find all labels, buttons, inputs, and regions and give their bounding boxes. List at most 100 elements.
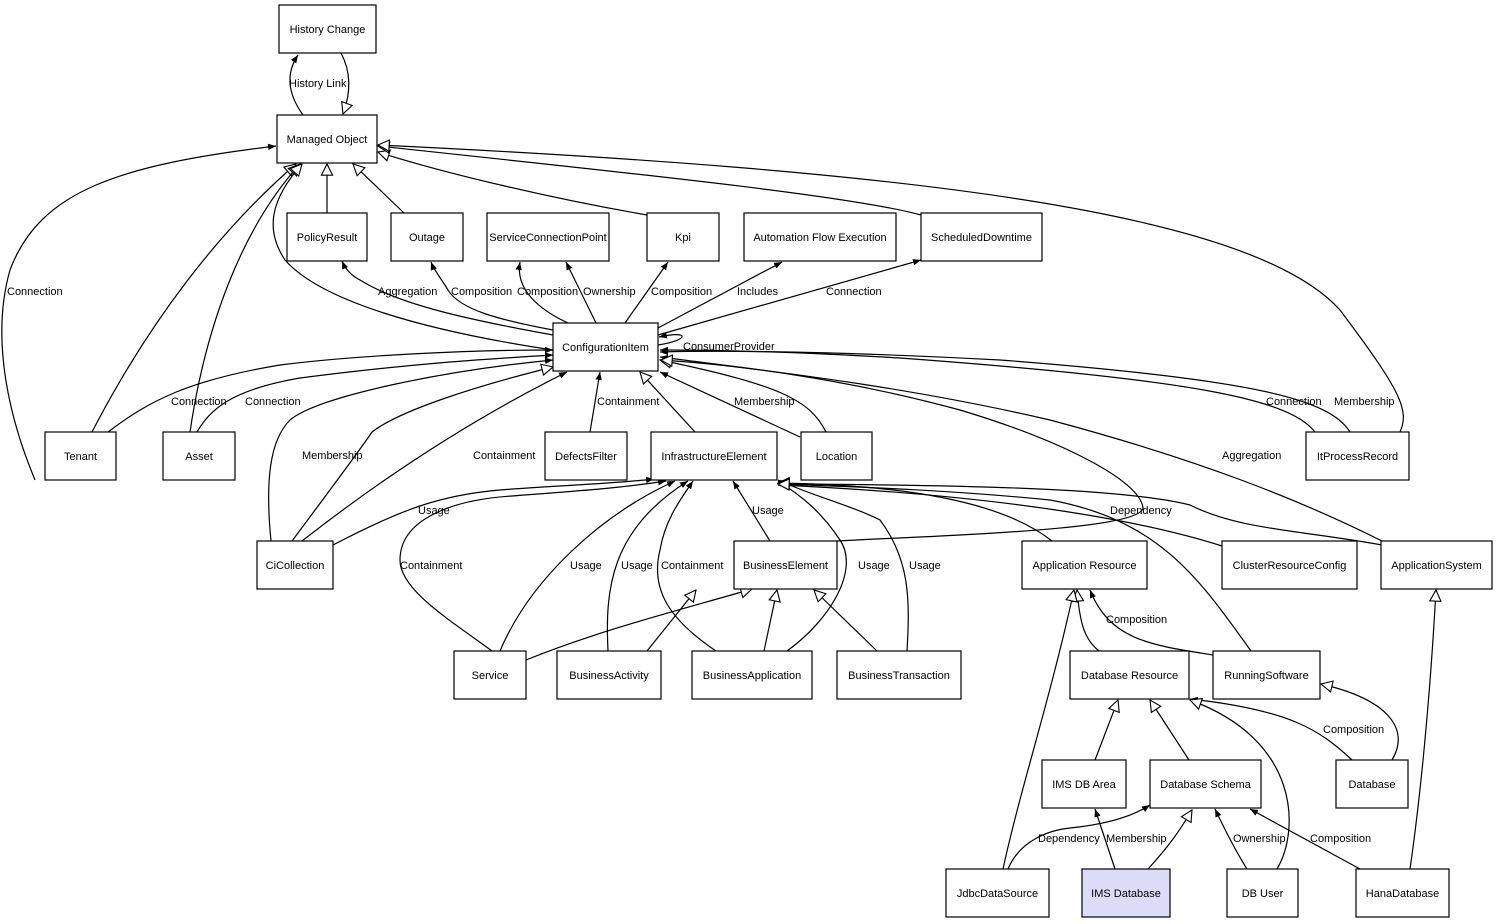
node-box[interactable]: [920, 212, 1043, 262]
node-box[interactable]: [1221, 540, 1358, 590]
node-cluster-resource-config[interactable]: ClusterResourceConfig: [1221, 540, 1358, 590]
node-tenant[interactable]: Tenant: [44, 431, 117, 481]
edge-label: Usage: [418, 505, 450, 517]
node-application-resource[interactable]: Application Resource: [1021, 540, 1148, 590]
node-box[interactable]: [743, 212, 897, 262]
node-box[interactable]: [1305, 431, 1410, 481]
node-database[interactable]: Database: [1335, 759, 1409, 809]
node-history-change[interactable]: History Change: [278, 4, 377, 54]
association-connector: [777, 482, 1223, 547]
association-connector: [777, 479, 909, 652]
node-infrastructure-element[interactable]: InfrastructureElement: [650, 431, 778, 481]
node-location[interactable]: Location: [800, 431, 873, 481]
inheritance-connector: [340, 52, 349, 114]
node-box[interactable]: [1041, 759, 1127, 809]
node-defects-filter[interactable]: DefectsFilter: [544, 431, 628, 481]
node-configuration-item[interactable]: ConfigurationItem: [552, 322, 659, 372]
node-box[interactable]: [800, 431, 873, 481]
node-box[interactable]: [1380, 540, 1493, 590]
inheritance-connector: [378, 146, 922, 216]
edge-it-process-record-to-configuration-item: [659, 348, 1351, 433]
node-box[interactable]: [1149, 759, 1262, 809]
node-label: IMS Database: [1091, 888, 1161, 900]
node-outage[interactable]: Outage: [390, 212, 464, 262]
node-asset[interactable]: Asset: [162, 431, 236, 481]
node-box[interactable]: [646, 212, 720, 262]
node-box[interactable]: [691, 650, 813, 700]
node-box[interactable]: [1081, 868, 1171, 918]
edge-asset-to-managed-object: [189, 164, 300, 433]
node-box[interactable]: [276, 114, 378, 164]
edge-ims-db-area-to-database-resource: [1094, 700, 1118, 761]
node-box[interactable]: [1021, 540, 1148, 590]
node-database-schema[interactable]: Database Schema: [1149, 759, 1262, 809]
node-business-application[interactable]: BusinessApplication: [691, 650, 813, 700]
edge-label: Containment: [400, 560, 462, 572]
node-box[interactable]: [836, 650, 962, 700]
association-connector: [107, 346, 554, 433]
node-automation-flow-execution[interactable]: Automation Flow Execution: [743, 212, 897, 262]
node-box[interactable]: [1069, 650, 1190, 700]
node-hana-database[interactable]: HanaDatabase: [1355, 868, 1450, 918]
node-application-system[interactable]: ApplicationSystem: [1380, 540, 1493, 590]
node-box[interactable]: [552, 322, 659, 372]
edge-configuration-item-to-automation-flow-execution: [657, 261, 783, 329]
node-business-element[interactable]: BusinessElement: [733, 540, 838, 590]
inheritance-connector: [525, 589, 752, 661]
node-box[interactable]: [733, 540, 838, 590]
association-connector: [659, 346, 1316, 433]
node-box[interactable]: [453, 650, 527, 700]
edge-running-software-to-infrastructure-element: [778, 484, 1252, 652]
node-ims-db-area[interactable]: IMS DB Area: [1041, 759, 1127, 809]
node-box[interactable]: [650, 431, 778, 481]
node-ims-database[interactable]: IMS Database: [1081, 868, 1171, 918]
edge-ci-collection-to-configuration-item: [268, 357, 554, 542]
edge-label: Usage: [621, 560, 653, 572]
node-kpi[interactable]: Kpi: [646, 212, 720, 262]
association-connector: [1089, 589, 1214, 656]
node-box[interactable]: [162, 431, 236, 481]
node-box[interactable]: [1355, 868, 1450, 918]
node-db-user[interactable]: DB User: [1226, 868, 1299, 918]
node-label: Kpi: [675, 232, 691, 244]
node-box[interactable]: [44, 431, 117, 481]
node-label: History Change: [290, 24, 366, 36]
node-business-activity[interactable]: BusinessActivity: [556, 650, 662, 700]
node-box[interactable]: [1226, 868, 1299, 918]
edge-application-system-to-infrastructure-element: [778, 484, 1383, 546]
edge-business-application-to-infrastructure-element: [656, 480, 717, 652]
node-box[interactable]: [390, 212, 464, 262]
node-box[interactable]: [945, 868, 1050, 918]
association-connector: [657, 259, 922, 336]
node-label: Asset: [185, 451, 213, 463]
node-box[interactable]: [556, 650, 662, 700]
association-connector: [289, 54, 304, 116]
node-service[interactable]: Service: [453, 650, 527, 700]
node-box[interactable]: [486, 212, 610, 262]
node-box[interactable]: [1212, 650, 1321, 700]
node-box[interactable]: [256, 540, 334, 590]
association-connector: [657, 261, 783, 329]
association-connector: [565, 261, 597, 324]
node-box[interactable]: [286, 212, 368, 262]
node-label: ItProcessRecord: [1317, 451, 1398, 463]
node-scheduled-downtime[interactable]: ScheduledDowntime: [920, 212, 1043, 262]
node-label: HanaDatabase: [1366, 888, 1439, 900]
node-label: BusinessApplication: [703, 670, 801, 682]
node-database-resource[interactable]: Database Resource: [1069, 650, 1190, 700]
node-it-process-record[interactable]: ItProcessRecord: [1305, 431, 1410, 481]
node-managed-object[interactable]: Managed Object: [276, 114, 378, 164]
node-box[interactable]: [278, 4, 377, 54]
node-running-software[interactable]: RunningSoftware: [1212, 650, 1321, 700]
node-label: Database Schema: [1160, 779, 1251, 791]
node-ci-collection[interactable]: CiCollection: [256, 540, 334, 590]
node-business-transaction[interactable]: BusinessTransaction: [836, 650, 962, 700]
edge-business-activity-to-business-element: [646, 590, 696, 652]
node-box[interactable]: [1335, 759, 1409, 809]
inheritance-connector: [1077, 590, 1100, 652]
node-jdbc-data-source[interactable]: JdbcDataSource: [945, 868, 1050, 918]
edge-label: Dependency: [1038, 833, 1100, 845]
node-policy-result[interactable]: PolicyResult: [286, 212, 368, 262]
node-service-connection-point[interactable]: ServiceConnectionPoint: [486, 212, 610, 262]
node-box[interactable]: [544, 431, 628, 481]
